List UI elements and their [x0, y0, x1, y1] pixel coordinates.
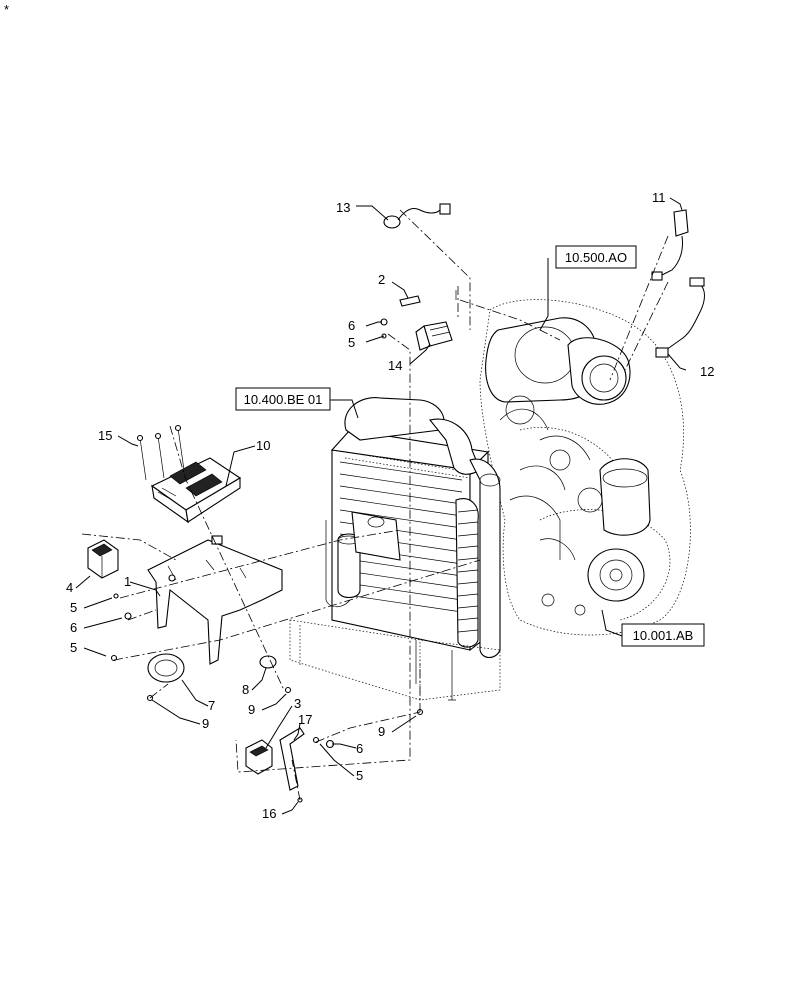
sensor-12 — [655, 277, 705, 358]
callout-5-left-b: 5 — [70, 640, 77, 655]
callout-15: 15 — [98, 428, 112, 443]
module-14 — [415, 321, 453, 351]
callout-17: 17 — [298, 712, 312, 727]
corner-mark: * — [4, 2, 9, 17]
callout-6-top: 6 — [348, 318, 355, 333]
relay-4 — [87, 539, 119, 579]
bracket-1 — [147, 535, 283, 665]
bracket-17 — [279, 727, 305, 791]
engine-assembly — [289, 299, 691, 701]
leader-lines — [75, 197, 687, 815]
callout-4: 4 — [66, 580, 73, 595]
grommet-7 — [147, 653, 185, 683]
clip-8 — [259, 655, 277, 669]
callout-2: 2 — [378, 272, 385, 287]
callout-10: 10 — [256, 438, 270, 453]
callout-1: 1 — [124, 574, 131, 589]
callout-9-right: 9 — [378, 724, 385, 739]
callout-3: 3 — [294, 696, 301, 711]
reference-10500AO: 10.500.AO — [555, 245, 637, 269]
relay-3 — [245, 739, 273, 775]
callout-12: 12 — [700, 364, 714, 379]
assembly-lines — [81, 209, 669, 801]
callout-9-left: 9 — [202, 716, 209, 731]
ecu-10 — [150, 457, 242, 524]
callout-6-bottom: 6 — [356, 741, 363, 756]
callout-5-bottom: 5 — [356, 768, 363, 783]
sensor-11 — [651, 209, 689, 281]
callout-5-left-a: 5 — [70, 600, 77, 615]
callout-5-top: 5 — [348, 335, 355, 350]
callout-11: 11 — [652, 190, 666, 205]
callout-8: 8 — [242, 682, 249, 697]
reference-10001AB: 10.001.AB — [621, 623, 705, 647]
bracket-2 — [399, 295, 421, 307]
callout-13: 13 — [336, 200, 350, 215]
sensor-13 — [383, 203, 451, 229]
callout-labels: 13 11 12 2 6 5 14 15 10 1 4 5 6 5 7 9 8 … — [66, 190, 714, 821]
bolts-15 — [136, 424, 185, 481]
svg-text:10.400.BE 01: 10.400.BE 01 — [244, 392, 323, 407]
svg-text:10.500.AO: 10.500.AO — [565, 250, 627, 265]
callout-14: 14 — [388, 358, 402, 373]
svg-text:10.001.AB: 10.001.AB — [633, 628, 694, 643]
callout-7: 7 — [208, 698, 215, 713]
callout-16: 16 — [262, 806, 276, 821]
callout-9-mid: 9 — [248, 702, 255, 717]
callout-6-left: 6 — [70, 620, 77, 635]
reference-10400BE01: 10.400.BE 01 — [235, 387, 331, 411]
radiator-fins — [339, 451, 471, 613]
